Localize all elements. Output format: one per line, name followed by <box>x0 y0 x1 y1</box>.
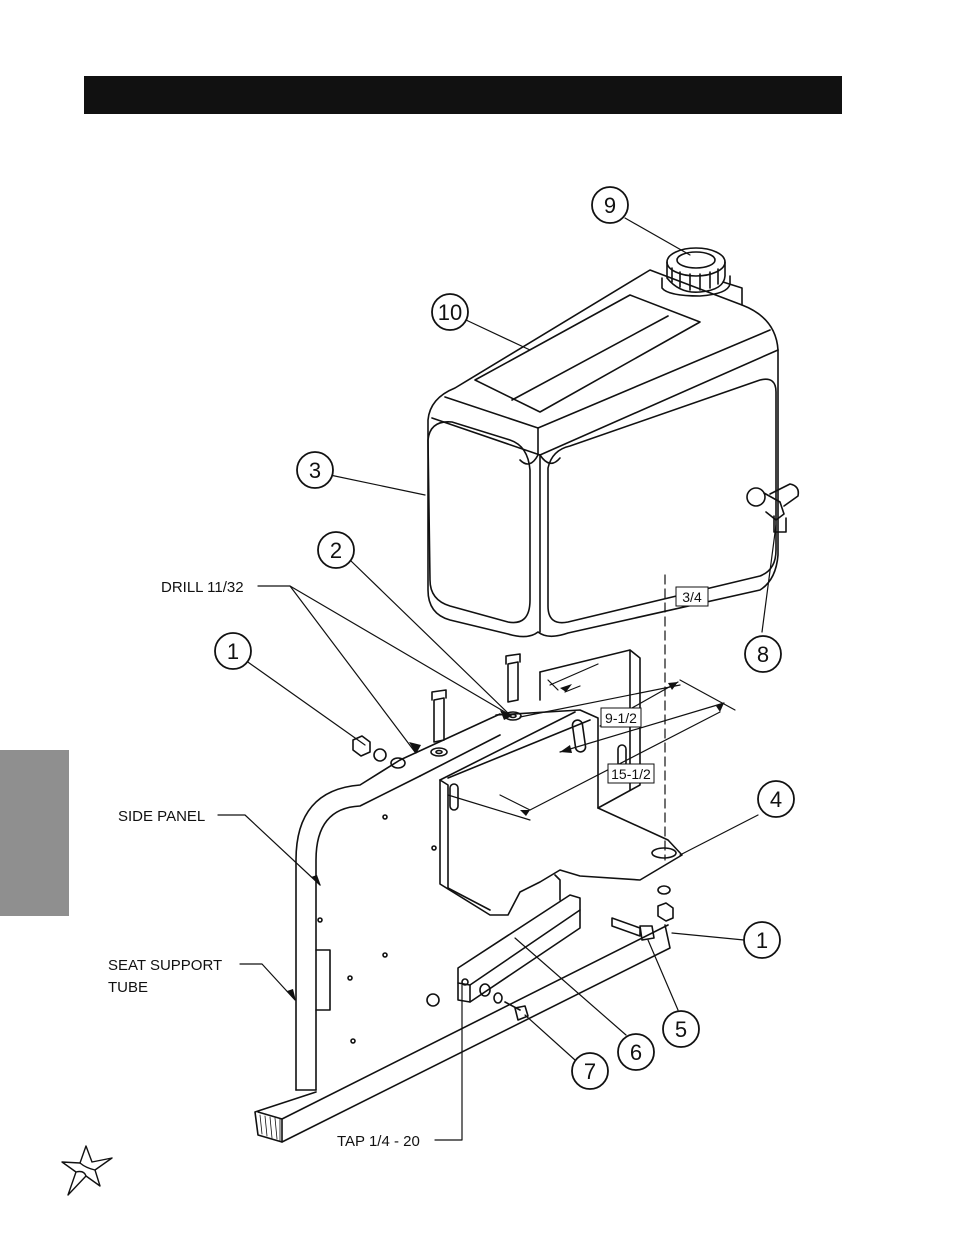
dim-box-3-4 <box>675 586 709 607</box>
callout-4: 4 <box>770 787 782 812</box>
tube-end-hatching <box>259 1114 281 1142</box>
callout-1-bottom: 1 <box>756 928 768 953</box>
callout-circle-8 <box>744 635 782 673</box>
callout-10: 10 <box>438 300 462 325</box>
seat-support-label-line1: SEAT SUPPORT <box>108 957 222 974</box>
callout-1-top: 1 <box>227 639 239 664</box>
dim-3-4: 3/4 <box>682 589 702 605</box>
arrowheads <box>287 682 724 1001</box>
side-panel-label: SIDE PANEL <box>118 808 205 825</box>
callout-circle-6 <box>617 1033 655 1071</box>
callout-2: 2 <box>330 538 342 563</box>
callout-circle-1-bottom <box>743 921 781 959</box>
callout-8: 8 <box>757 642 769 667</box>
side-panel <box>254 713 671 1143</box>
side-tab <box>0 750 69 916</box>
dim-box-9-1-2 <box>600 707 642 728</box>
callout-circle-4 <box>757 780 795 818</box>
dimension-lines <box>447 574 736 861</box>
callout-circle-7 <box>571 1052 609 1090</box>
hardware <box>352 653 674 1021</box>
callout-3: 3 <box>309 458 321 483</box>
callout-circle-10 <box>431 293 469 331</box>
callout-circle-3 <box>296 451 334 489</box>
callout-circle-9 <box>591 186 629 224</box>
dim-15-1-2: 15-1/2 <box>611 766 651 782</box>
tap-label: TAP 1/4 - 20 <box>337 1133 420 1150</box>
dim-9-1-2: 9-1/2 <box>605 710 637 726</box>
callout-circle-2 <box>317 531 355 569</box>
clamp-plate <box>457 874 581 1003</box>
callout-circle-1-top <box>214 632 252 670</box>
callout-7: 7 <box>584 1059 596 1084</box>
callout-circle-5 <box>662 1010 700 1048</box>
callout-9: 9 <box>604 193 616 218</box>
dim-box-15-1-2 <box>607 763 655 784</box>
star-logo-icon <box>61 1145 113 1196</box>
header-bar <box>84 76 842 114</box>
seat-support-label-line2: TUBE <box>108 979 148 996</box>
tank <box>427 247 800 638</box>
drill-label: DRILL 11/32 <box>161 579 244 596</box>
callout-5: 5 <box>675 1017 687 1042</box>
callout-6: 6 <box>630 1040 642 1065</box>
leader-lines <box>217 217 777 1141</box>
